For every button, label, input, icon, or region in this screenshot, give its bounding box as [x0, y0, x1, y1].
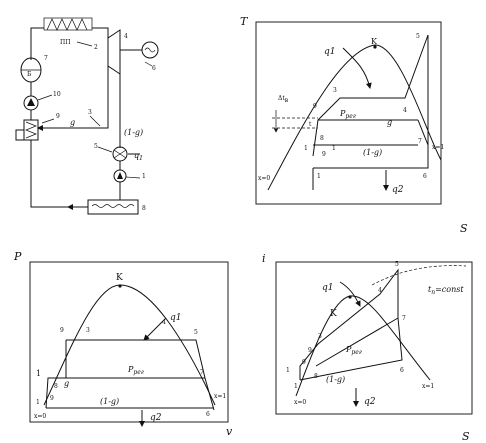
is-isotherm [371, 265, 467, 286]
pv-axis-y-label: P [13, 250, 22, 263]
is-pt-1prime: 1 [286, 367, 290, 374]
ts-frame [255, 21, 442, 205]
pv-pt-1: 1 [36, 399, 40, 406]
ts-x1: x=1 [432, 144, 444, 151]
pv-x1: x=1 [214, 393, 226, 400]
is-one-minus-g: (1-g) [326, 375, 345, 384]
ts-pt-7: 7 [418, 138, 422, 145]
ts-axis-x-label: S [460, 222, 468, 235]
drum-label: Б [27, 71, 32, 78]
is-pt-9prime: 9 [302, 359, 306, 366]
is-pt-9: 9 [308, 347, 312, 354]
superheater-coil [46, 18, 88, 31]
label-6: 6 [152, 65, 156, 72]
ts-pt-t: t [309, 121, 312, 128]
is-pt-4: 4 [378, 287, 382, 294]
is-pt-5: 5 [395, 261, 399, 268]
is-q2-label: q2 [364, 397, 376, 407]
is-axis-y-label: i [262, 252, 266, 265]
pv-p-reg: Pрег [127, 365, 144, 376]
pv-pt-6: 6 [206, 411, 210, 418]
ts-x0: x=0 [258, 175, 270, 182]
ts-pt-1a: 1 [304, 145, 308, 152]
extraction-g-label: g [70, 118, 75, 127]
generator [141, 41, 159, 59]
pv-q1-label: q1 [170, 313, 182, 323]
label-1: 1 [142, 173, 146, 180]
q1-scheme: q1 [134, 151, 143, 162]
is-q1-label: q1 [322, 283, 334, 293]
pv-axis-x-label: v [226, 425, 233, 438]
is-K-label: K [330, 309, 337, 319]
is-cycle-path [299, 268, 403, 381]
is-x0: x=0 [294, 399, 306, 406]
label-7: 7 [44, 55, 48, 62]
pv-x0: x=0 [34, 413, 46, 420]
is-frame [275, 261, 473, 415]
pp-label: ПП [60, 39, 70, 46]
ts-pt-3: 3 [333, 87, 337, 94]
pv-K-label: K [116, 273, 123, 283]
label-2: 2 [94, 44, 98, 51]
pv-cycle-path [66, 339, 215, 411]
power-plant-scheme: ПП 2 4 6 Б 7 10 9 g 3 [15, 17, 159, 215]
ts-pt-4: 4 [403, 107, 407, 114]
pv-pt-5: 5 [194, 329, 198, 336]
ts-axis-y-label: T [240, 15, 249, 28]
ts-pt-8: 8 [320, 135, 324, 142]
pv-pt-8: 8 [54, 383, 58, 390]
ts-pt-9: 9 [313, 103, 317, 110]
is-x1: x=1 [422, 383, 434, 390]
is-pt-3: 3 [318, 333, 322, 340]
is-diagram: i S tn=const q1 q2 K Pрег (1-g) x=0 x=1 … [262, 252, 473, 443]
ts-pt-1b: 1 [317, 173, 321, 180]
label-4: 4 [124, 33, 128, 40]
is-pt-8: 8 [314, 373, 318, 380]
turbine [107, 29, 121, 75]
is-axis-x-label: S [462, 430, 470, 443]
pv-pt-9: 9 [60, 327, 64, 334]
pv-pt-7: 7 [200, 369, 204, 376]
pv-frame [29, 261, 229, 423]
ts-pt-6: 6 [423, 173, 427, 180]
label-8: 8 [142, 205, 146, 212]
pv-one-minus-g: (1-g) [100, 397, 119, 406]
is-pt-6: 6 [400, 367, 404, 374]
one-minus-g-scheme: (1-g) [124, 128, 143, 137]
pv-pt-3: 3 [86, 327, 90, 334]
ts-saturation-curve [267, 44, 442, 191]
is-pt-1: 1 [294, 383, 298, 390]
pv-diagram: P v K q1 q2 Pрег g (1-g) x=0 x=1 9 3 4 5… [13, 250, 233, 438]
ts-pt-5: 5 [416, 33, 420, 40]
is-p-reg: Pрег [345, 345, 362, 356]
label-5: 5 [94, 143, 98, 150]
ts-pt-9prime: 9 [322, 151, 326, 158]
superheater-box [43, 17, 93, 31]
ts-pt-1prime: 1 [332, 145, 336, 152]
pv-pt-4: 4 [162, 319, 166, 326]
ts-diagram: T S K q1 q2 Δtв Pрег g (1-g) x=0 x=1 5 3… [240, 15, 468, 235]
pv-saturation-curve [43, 284, 216, 406]
ts-one-minus-g: (1-g) [363, 148, 382, 157]
pv-pt-1prime: 1 [36, 369, 41, 378]
pv-q2-label: q2 [150, 413, 162, 423]
is-pt-7: 7 [402, 315, 406, 322]
deaerator-tank [87, 199, 139, 215]
label-3: 3 [88, 109, 92, 116]
ts-delta-t: Δtв [278, 95, 289, 104]
pv-pt-9prime: 9 [50, 395, 54, 402]
pv-g-label: g [64, 379, 69, 388]
label-9: 9 [56, 113, 60, 120]
ts-q2-label: q2 [392, 185, 404, 195]
is-tn-const: tn=const [428, 285, 464, 296]
ts-K-label: K [371, 37, 378, 46]
label-10: 10 [53, 91, 61, 98]
ts-p-reg: Pрег [339, 109, 356, 120]
ts-q1-label: q1 [324, 47, 336, 57]
ts-g-label: g [387, 118, 392, 127]
